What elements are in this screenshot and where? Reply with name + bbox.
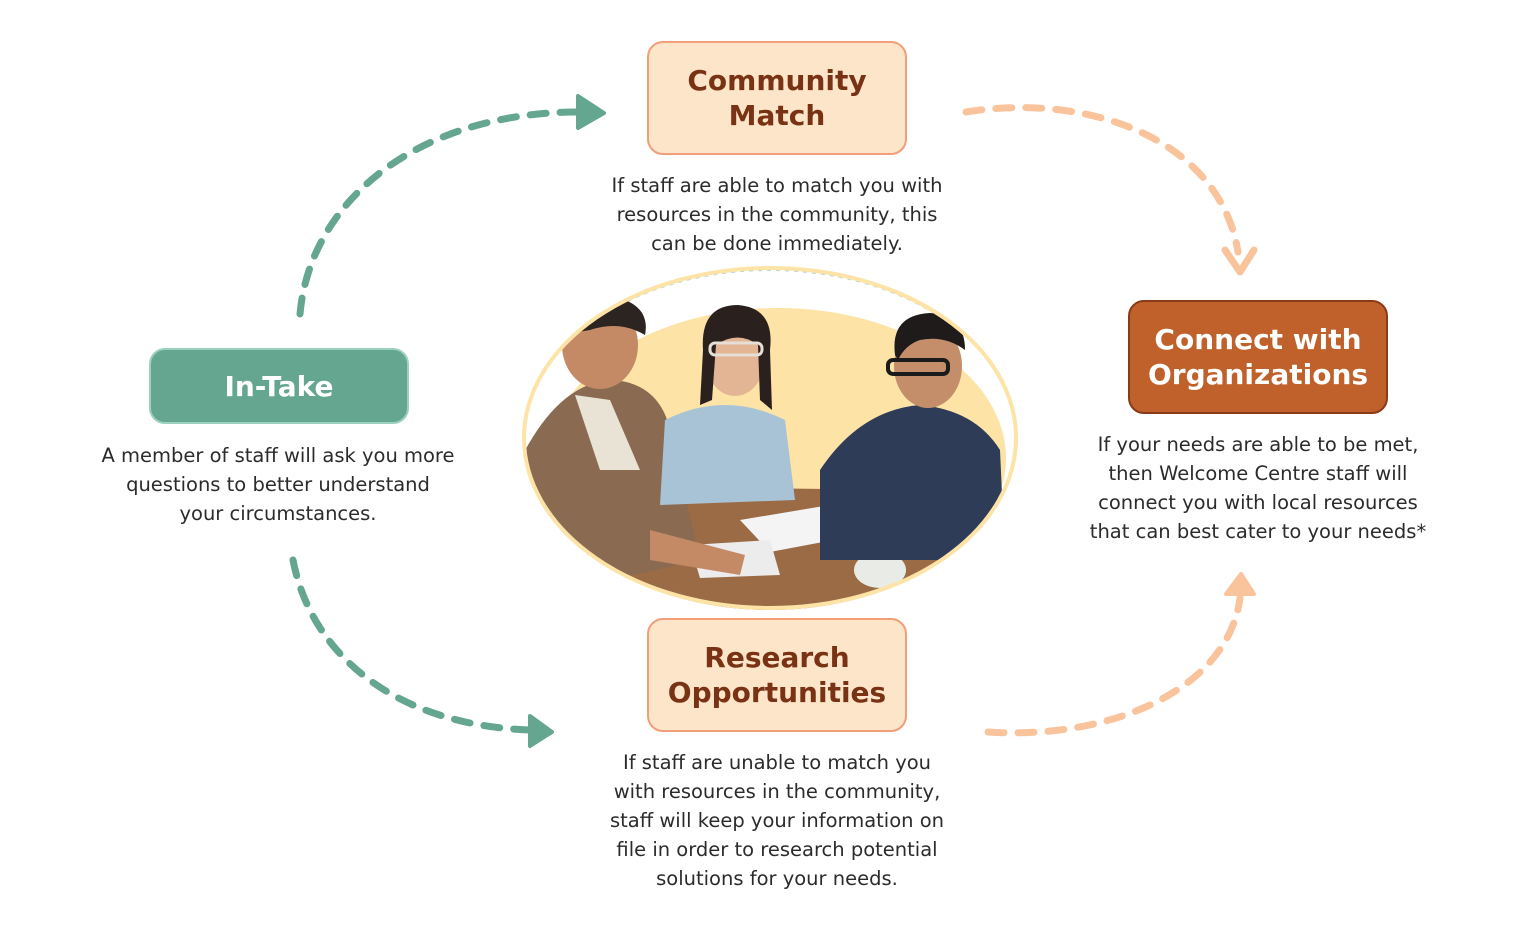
intake-description: A member of staff will ask you more ques…: [78, 441, 478, 528]
research-description-line: solutions for your needs.: [656, 867, 898, 890]
community-match-box: Community Match: [647, 41, 907, 155]
community-match-title-line: Community: [687, 64, 867, 97]
arrow-community-to-connect: [962, 104, 1258, 276]
community-match-description-line: If staff are able to match you with: [611, 174, 943, 197]
community-match-description-line: can be done immediately.: [651, 232, 903, 255]
community-match-title-line: Match: [728, 99, 826, 132]
arrow-research-to-connect: [984, 572, 1256, 737]
community-match-description: If staff are able to match you with reso…: [577, 171, 977, 258]
connect-description: If your needs are able to be met, then W…: [1048, 430, 1468, 546]
research-description-line: file in order to research potential: [616, 838, 938, 861]
connect-description-line: connect you with local resources: [1098, 491, 1418, 514]
arrow-intake-to-community: [296, 94, 606, 318]
meeting-photo: [522, 266, 1018, 610]
research-title-line: Research: [704, 641, 850, 674]
connect-organizations-box: Connect with Organizations: [1128, 300, 1388, 414]
research-description-line: with resources in the community,: [613, 780, 941, 803]
intake-box: In-Take: [149, 348, 409, 424]
research-title-line: Opportunities: [667, 676, 887, 709]
arrow-intake-to-research: [289, 556, 554, 748]
research-opportunities-box: Research Opportunities: [647, 618, 907, 732]
intake-description-line: your circumstances.: [179, 502, 377, 525]
intake-description-line: questions to better understand: [126, 473, 430, 496]
intake-title: In-Take: [224, 369, 334, 403]
research-description: If staff are unable to match you with re…: [577, 748, 977, 893]
connect-description-line: If your needs are able to be met,: [1097, 433, 1419, 456]
intake-description-line: A member of staff will ask you more: [101, 444, 455, 467]
community-match-description-line: resources in the community, this: [616, 203, 938, 226]
connect-description-line: that can best cater to your needs*: [1089, 520, 1427, 543]
connect-description-line: then Welcome Centre staff will: [1108, 462, 1408, 485]
research-description-line: staff will keep your information on: [609, 809, 945, 832]
connect-title-line: Connect with: [1154, 323, 1362, 356]
connect-title-line: Organizations: [1147, 358, 1369, 391]
research-description-line: If staff are unable to match you: [622, 751, 932, 774]
